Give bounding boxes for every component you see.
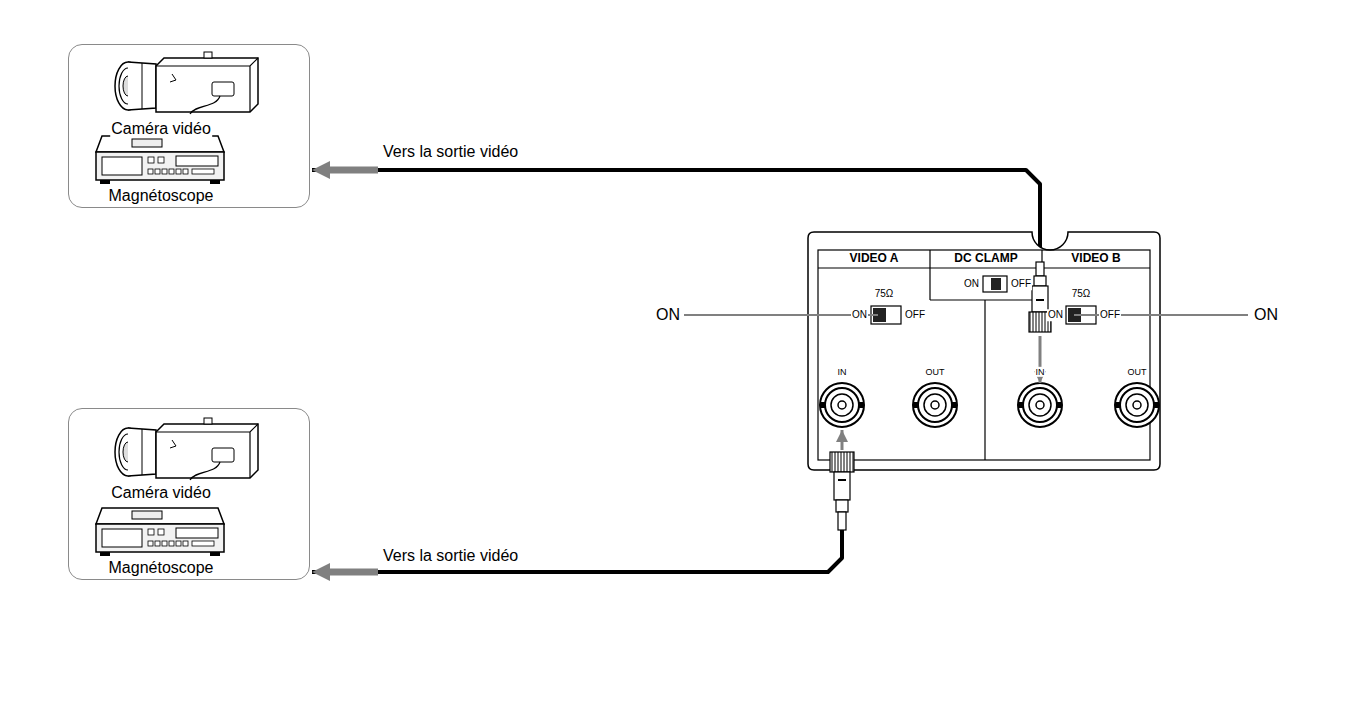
device-name: Magnétoscope xyxy=(108,559,215,577)
section-header: DC CLAMP xyxy=(953,252,1018,266)
rear-panel-part xyxy=(818,250,1150,460)
switch-label: ON xyxy=(963,278,980,290)
slide-switches xyxy=(871,276,1096,324)
device-icons xyxy=(96,52,258,556)
jack-label: IN xyxy=(1035,367,1046,377)
bnc-plug-part xyxy=(830,452,854,472)
cable-label: Vers la sortie vidéo xyxy=(382,143,519,161)
direction-arrow xyxy=(324,167,378,174)
bnc-jacks-part xyxy=(820,383,864,427)
rear-panel-part xyxy=(818,267,1150,268)
rear-panel-part xyxy=(984,300,985,460)
direction-arrow xyxy=(324,569,378,576)
cable xyxy=(312,460,842,572)
device-icons-part xyxy=(96,508,224,556)
section-header: VIDEO B xyxy=(1070,252,1121,266)
device-name: Magnétoscope xyxy=(108,187,215,205)
switch-label: OFF xyxy=(1099,309,1121,321)
device-name: Caméra vidéo xyxy=(110,484,212,502)
bnc-plug xyxy=(1029,262,1051,383)
bnc-plug-part xyxy=(1034,276,1046,286)
jack-label: OUT xyxy=(1127,367,1148,377)
switch-label: 75Ω xyxy=(874,288,895,300)
switch-label: OFF xyxy=(904,309,926,321)
device-icons-part xyxy=(96,136,224,184)
video-cable xyxy=(312,460,842,572)
switch-label: 75Ω xyxy=(1071,288,1092,300)
bnc-jacks xyxy=(820,383,1159,427)
bnc-jacks-part xyxy=(1115,383,1159,427)
switch-label: OFF xyxy=(1010,278,1032,290)
bnc-plug-part xyxy=(834,472,850,500)
slide-switches-part xyxy=(983,276,1007,292)
leader-lines-part xyxy=(684,314,878,316)
device-group: Caméra vidéoMagnétoscope xyxy=(68,44,310,208)
bnc-plug xyxy=(830,430,854,530)
rear-panel-part xyxy=(808,232,1160,470)
device-group: Caméra vidéoMagnétoscope xyxy=(68,408,310,580)
dc-clamp-section: DC CLAMP ON OFF xyxy=(930,250,1042,300)
video-b-section: VIDEO B 75Ω ON OFF IN OUT xyxy=(985,250,1150,460)
slide-switches-part xyxy=(991,278,1001,290)
jack-label: OUT xyxy=(925,367,946,377)
bnc-plug-part xyxy=(838,512,846,530)
bnc-plug-part xyxy=(1032,286,1048,312)
bnc-jacks-part xyxy=(1018,383,1062,427)
video-a-section: VIDEO A 75Ω ON OFF IN OUT xyxy=(818,250,985,460)
bnc-plug-part xyxy=(1036,299,1044,301)
switch-label: ON xyxy=(851,309,868,321)
callout-label: ON xyxy=(655,306,681,324)
device-icons-part xyxy=(115,418,258,480)
device-icons-part xyxy=(115,52,258,114)
callout-label: ON xyxy=(1253,306,1279,324)
leader-lines xyxy=(684,315,1248,316)
rear-panel-part xyxy=(929,250,930,300)
bnc-plug-part xyxy=(1036,262,1044,276)
bnc-jacks-part xyxy=(913,383,957,427)
rear-panel xyxy=(808,232,1160,470)
bnc-plug-part xyxy=(841,430,844,450)
section-header: VIDEO A xyxy=(849,252,900,266)
rear-panel-part xyxy=(930,299,1042,300)
cable-label: Vers la sortie vidéo xyxy=(382,547,519,565)
bnc-plug-part xyxy=(838,479,846,481)
bnc-plug-part xyxy=(836,500,848,512)
switch-label: ON xyxy=(1047,309,1064,321)
device-name: Caméra vidéo xyxy=(110,120,212,138)
jack-label: IN xyxy=(837,367,848,377)
